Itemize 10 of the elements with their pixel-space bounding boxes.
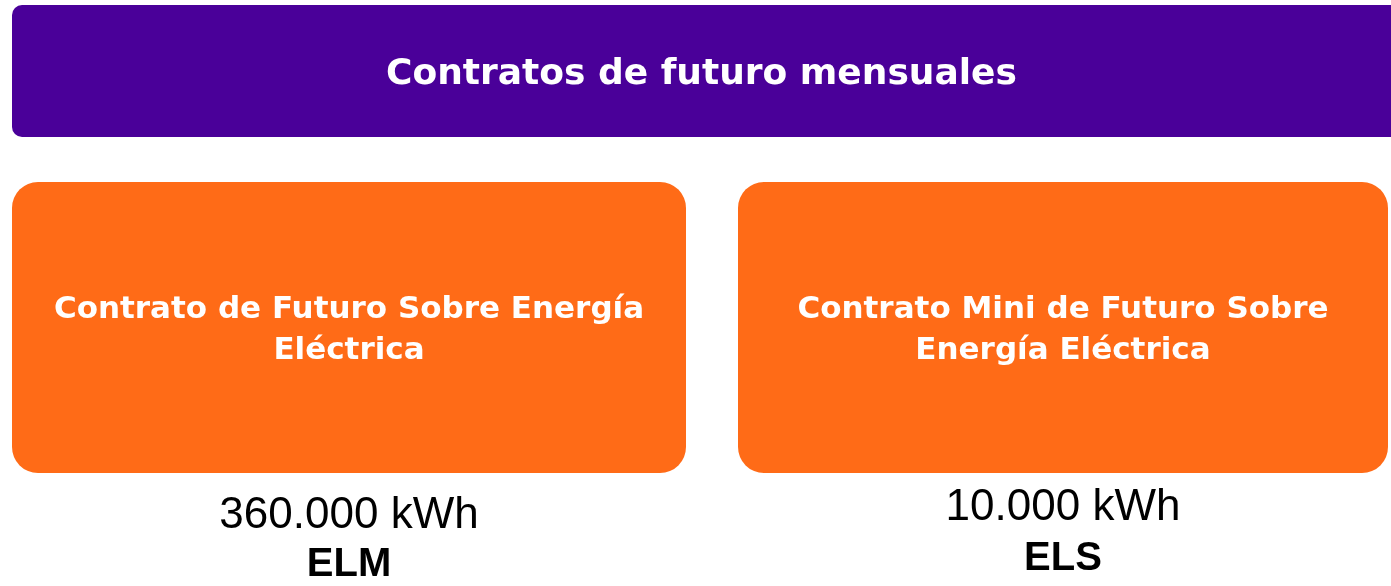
contract-card [12,182,686,473]
title-band [12,5,1391,137]
contract-name: Contrato Mini de Futuro Sobre Energía Eléctrica [796,288,1330,368]
energy-amount: 10.000 kWh [944,480,1182,530]
contract-code: ELM [305,540,393,585]
contract-card [738,182,1388,473]
energy-amount: 360.000 kWh [218,488,480,538]
title-text: Contratos de futuro mensuales [386,50,1017,92]
contract-name: Contrato de Futuro Sobre Energía Eléctrica [52,288,646,368]
contract-code: ELS [1023,534,1103,579]
